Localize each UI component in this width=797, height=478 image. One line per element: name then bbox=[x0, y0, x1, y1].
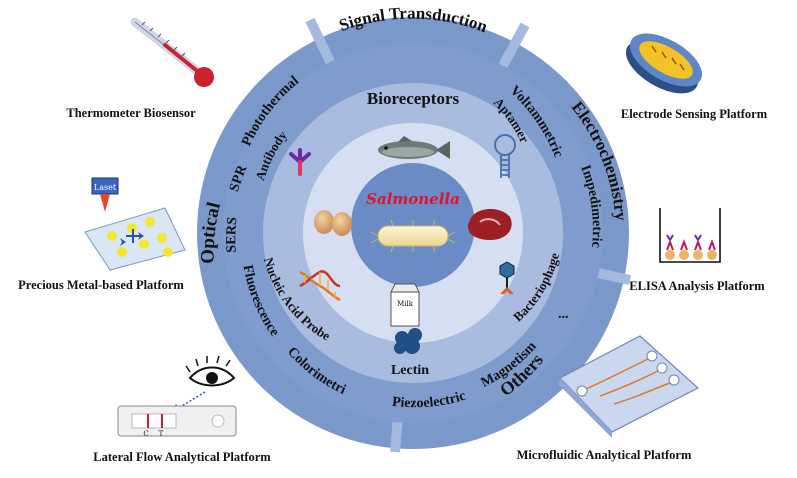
antibody-icon bbox=[289, 148, 311, 176]
eggs-icon bbox=[314, 210, 352, 236]
test-line-label: T bbox=[159, 430, 164, 438]
microfluidic-chip-icon bbox=[558, 335, 700, 438]
milk-carton-icon: Milk bbox=[390, 283, 420, 327]
thermometer-biosensor-label: Thermometer Biosensor bbox=[66, 106, 196, 120]
electrode-icon bbox=[625, 33, 703, 94]
milk-carton-label: Milk bbox=[397, 300, 414, 308]
lectin-icon bbox=[394, 328, 422, 354]
thermometer-icon bbox=[130, 17, 214, 87]
aptamer-icon bbox=[494, 134, 516, 178]
control-line-label: C bbox=[143, 430, 148, 438]
laser-icon: Laset bbox=[91, 177, 119, 212]
laser-label: Laset bbox=[94, 183, 117, 192]
precious-metal-platform-label: Precious Metal-based Platform bbox=[18, 278, 184, 292]
fish-icon bbox=[378, 136, 450, 159]
salmonella-bacterium-icon bbox=[370, 219, 456, 253]
sers-label: SERS bbox=[224, 216, 240, 253]
lateral-flow-platform-label: Lateral Flow Analytical Platform bbox=[93, 450, 271, 464]
eye-icon bbox=[185, 355, 236, 387]
dna-probe-icon bbox=[299, 270, 341, 302]
elisa-platform-label: ELISA Analysis Platform bbox=[629, 279, 765, 293]
lectin-label: Lectin bbox=[391, 363, 429, 378]
more-methods-ellipsis: ... bbox=[558, 307, 569, 322]
bioreceptors-title: Bioreceptors bbox=[367, 89, 460, 108]
bacteriophage-icon bbox=[499, 261, 515, 295]
microfluidic-platform-label: Microfluidic Analytical Platform bbox=[517, 448, 692, 462]
metal-nanoparticle-platform-icon bbox=[84, 207, 186, 271]
meat-icon bbox=[468, 209, 512, 241]
electrode-sensing-platform-label: Electrode Sensing Platform bbox=[621, 107, 768, 121]
target-salmonella-label: Salmonella bbox=[366, 190, 460, 208]
lateral-flow-strip-icon: C T bbox=[117, 405, 237, 438]
elisa-well-icon bbox=[659, 208, 721, 263]
